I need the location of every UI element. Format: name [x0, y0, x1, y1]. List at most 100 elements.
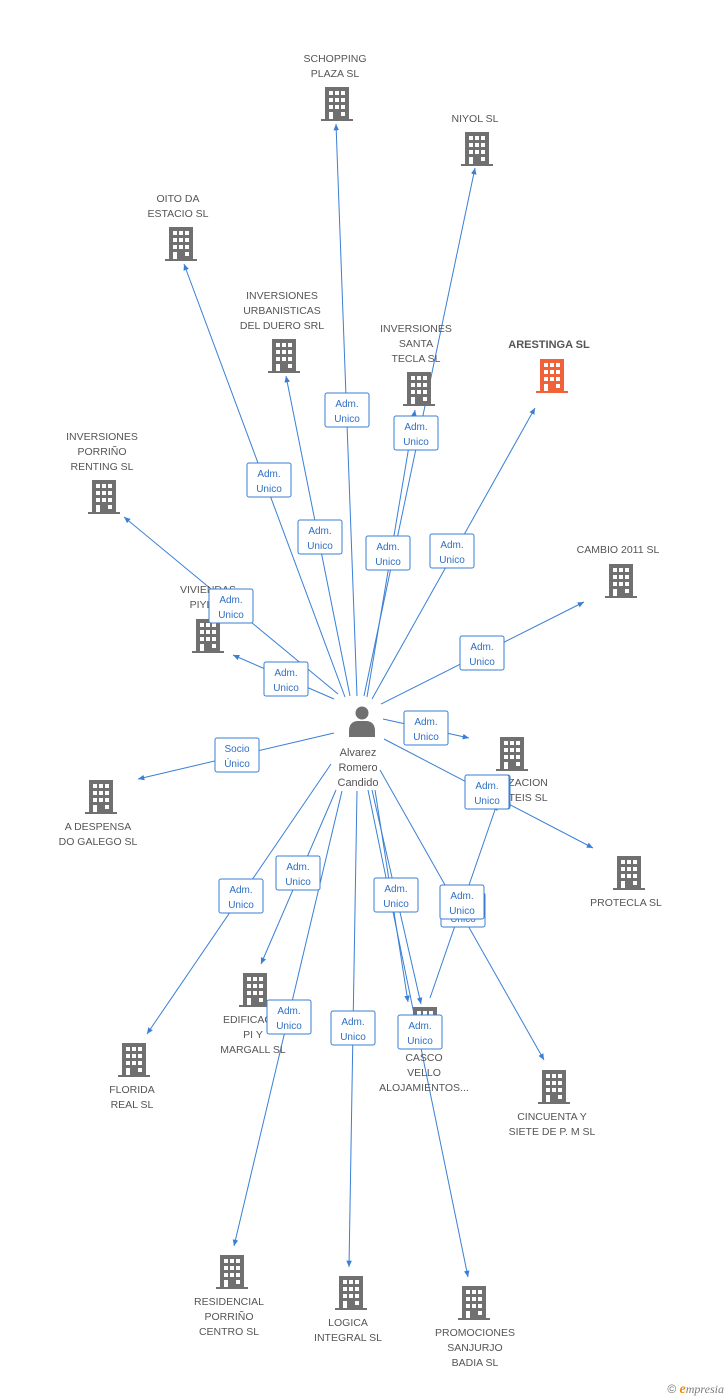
- edge-label-urbanisticas[interactable]: Adm.Unico: [297, 519, 343, 555]
- edge-label-box[interactable]: [263, 661, 309, 697]
- company-label[interactable]: RESIDENCIAL: [194, 1296, 264, 1308]
- edge-label-box[interactable]: [218, 878, 264, 914]
- company-label[interactable]: SANTA: [399, 338, 433, 350]
- person-name-label[interactable]: Romero: [338, 762, 377, 774]
- edge-label-box[interactable]: [214, 737, 260, 773]
- edge-label-box[interactable]: [365, 535, 411, 571]
- company-label[interactable]: INVERSIONES: [246, 290, 318, 302]
- company-label[interactable]: ZACION: [508, 777, 548, 789]
- edge-label-logica[interactable]: Adm.Unico: [330, 1010, 376, 1046]
- company-label[interactable]: PLAZA SL: [311, 68, 360, 80]
- edge-label-casco-secondary[interactable]: Adm.Unico: [464, 774, 510, 810]
- company-label[interactable]: OITO DA: [157, 193, 200, 205]
- company-label[interactable]: FLORIDA: [109, 1084, 155, 1096]
- edge-label-box[interactable]: [459, 635, 505, 671]
- person-name-label[interactable]: Candido: [338, 777, 379, 789]
- company-node-oito[interactable]: OITO DA ESTACIO SL: [147, 193, 209, 261]
- company-label[interactable]: RENTING SL: [70, 461, 133, 473]
- edge-label-box[interactable]: [464, 774, 510, 810]
- edge-label-box[interactable]: [393, 415, 439, 451]
- company-label[interactable]: INVERSIONES: [66, 431, 138, 443]
- edge-label-florida[interactable]: Adm.Unico: [218, 878, 264, 914]
- company-label[interactable]: VELLO: [407, 1067, 441, 1079]
- edge-label-arestinga[interactable]: Adm.Unico: [429, 533, 475, 569]
- edge-label-edificacion[interactable]: Adm.Unico: [275, 855, 321, 891]
- person-name-label[interactable]: Alvarez: [340, 747, 377, 759]
- footer-brand[interactable]: © empresia: [667, 1382, 724, 1398]
- company-label[interactable]: CINCUENTA Y: [517, 1111, 587, 1123]
- edge-label-residencial[interactable]: Adm.Unico: [266, 999, 312, 1035]
- edge-label-box[interactable]: [439, 884, 485, 920]
- company-label[interactable]: SIETE DE P. M SL: [509, 1126, 596, 1138]
- edge-label-viviendas[interactable]: Adm.Unico: [263, 661, 309, 697]
- company-node-arestinga[interactable]: ARESTINGA SL: [508, 339, 590, 393]
- company-label[interactable]: PROTECLA SL: [590, 897, 662, 909]
- edge-label-cincuenta-secondary[interactable]: Adm.Unico: [439, 884, 485, 920]
- company-label[interactable]: PORRIÑO: [77, 445, 126, 458]
- company-label[interactable]: SCHOPPING: [303, 53, 366, 65]
- edge-label-box[interactable]: [266, 999, 312, 1035]
- company-label[interactable]: SANJURJO: [447, 1342, 502, 1354]
- edge-label-oito[interactable]: Adm.Unico: [246, 462, 292, 498]
- company-label[interactable]: NIYOL SL: [452, 113, 499, 125]
- company-label[interactable]: DO GALEGO SL: [59, 836, 138, 848]
- edge-label-casco[interactable]: Adm.Unico: [373, 877, 419, 913]
- edge-label-schopping[interactable]: Adm.Unico: [324, 392, 370, 428]
- company-node-schopping[interactable]: SCHOPPING PLAZA SL: [303, 53, 367, 121]
- company-label[interactable]: PI Y: [243, 1029, 263, 1041]
- company-label[interactable]: TECLA SL: [391, 353, 440, 365]
- company-label[interactable]: INTEGRAL SL: [314, 1332, 382, 1344]
- company-label[interactable]: PORRIÑO: [204, 1310, 253, 1323]
- company-node-florida[interactable]: FLORIDA REAL SL: [109, 1043, 155, 1111]
- company-label[interactable]: REAL SL: [111, 1099, 154, 1111]
- edge-label-box[interactable]: [397, 1014, 443, 1050]
- company-node-niyol[interactable]: NIYOL SL: [452, 113, 499, 166]
- company-label[interactable]: MARGALL SL: [220, 1044, 286, 1056]
- company-node-urbanisticas[interactable]: INVERSIONES URBANISTICAS DEL DUERO SRL: [240, 290, 324, 373]
- edge-label-niyol[interactable]: Adm.Unico: [393, 415, 439, 451]
- edge-label-box[interactable]: [275, 855, 321, 891]
- edge-label-zacion[interactable]: Adm.Unico: [403, 710, 449, 746]
- company-node-protecla[interactable]: PROTECLA SL: [590, 856, 662, 909]
- company-label[interactable]: URBANISTICAS: [243, 305, 321, 317]
- copyright-symbol: ©: [667, 1382, 677, 1396]
- company-node-santa-tecla[interactable]: INVERSIONES SANTA TECLA SL: [380, 323, 452, 406]
- company-node-zacion[interactable]: ZACION TEIS SL: [496, 737, 548, 804]
- edge-label-porrino-renting[interactable]: Adm.Unico: [208, 588, 254, 624]
- company-label[interactable]: CAMBIO 2011 SL: [577, 544, 660, 556]
- company-label[interactable]: A DESPENSA: [65, 821, 132, 833]
- company-label[interactable]: TEIS SL: [508, 792, 547, 804]
- company-label[interactable]: DEL DUERO SRL: [240, 320, 324, 332]
- company-label[interactable]: CENTRO SL: [199, 1326, 259, 1338]
- building-icon: [321, 87, 353, 121]
- company-label[interactable]: ESTACIO SL: [147, 208, 208, 220]
- company-label[interactable]: INVERSIONES: [380, 323, 452, 335]
- edge-label-santa-tecla[interactable]: Adm.Unico: [365, 535, 411, 571]
- company-node-residencial[interactable]: RESIDENCIAL PORRIÑO CENTRO SL: [194, 1255, 264, 1338]
- company-node-logica[interactable]: LOGICA INTEGRAL SL: [314, 1276, 382, 1344]
- company-label[interactable]: ALOJAMIENTOS...: [379, 1082, 469, 1094]
- company-label[interactable]: CASCO: [405, 1052, 442, 1064]
- edge-label-box[interactable]: [429, 533, 475, 569]
- company-label[interactable]: PROMOCIONES: [435, 1327, 515, 1339]
- edge-label-box[interactable]: [324, 392, 370, 428]
- company-node-cincuenta[interactable]: CINCUENTA Y SIETE DE P. M SL: [509, 1070, 596, 1138]
- company-label[interactable]: LOGICA: [328, 1317, 368, 1329]
- edge-label-promociones[interactable]: Adm.Unico: [397, 1014, 443, 1050]
- company-node-cambio[interactable]: CAMBIO 2011 SL: [577, 544, 660, 598]
- edge-label-box[interactable]: [373, 877, 419, 913]
- edge-label-cambio[interactable]: Adm.Unico: [459, 635, 505, 671]
- company-node-promociones[interactable]: PROMOCIONES SANJURJO BADIA SL: [435, 1286, 515, 1369]
- edge-label-box[interactable]: [330, 1010, 376, 1046]
- edge-label-box[interactable]: [403, 710, 449, 746]
- edge-label-box[interactable]: [208, 588, 254, 624]
- company-label[interactable]: BADIA SL: [452, 1357, 499, 1369]
- company-label[interactable]: ARESTINGA SL: [508, 339, 590, 351]
- company-node-porrino-renting[interactable]: INVERSIONES PORRIÑO RENTING SL: [66, 431, 138, 514]
- edge-label-box[interactable]: [246, 462, 292, 498]
- company-node-casco[interactable]: CASCO VELLO ALOJAMIENTOS...: [379, 1007, 469, 1094]
- company-node-despensa[interactable]: A DESPENSA DO GALEGO SL: [59, 780, 138, 848]
- edge-label-box[interactable]: [297, 519, 343, 555]
